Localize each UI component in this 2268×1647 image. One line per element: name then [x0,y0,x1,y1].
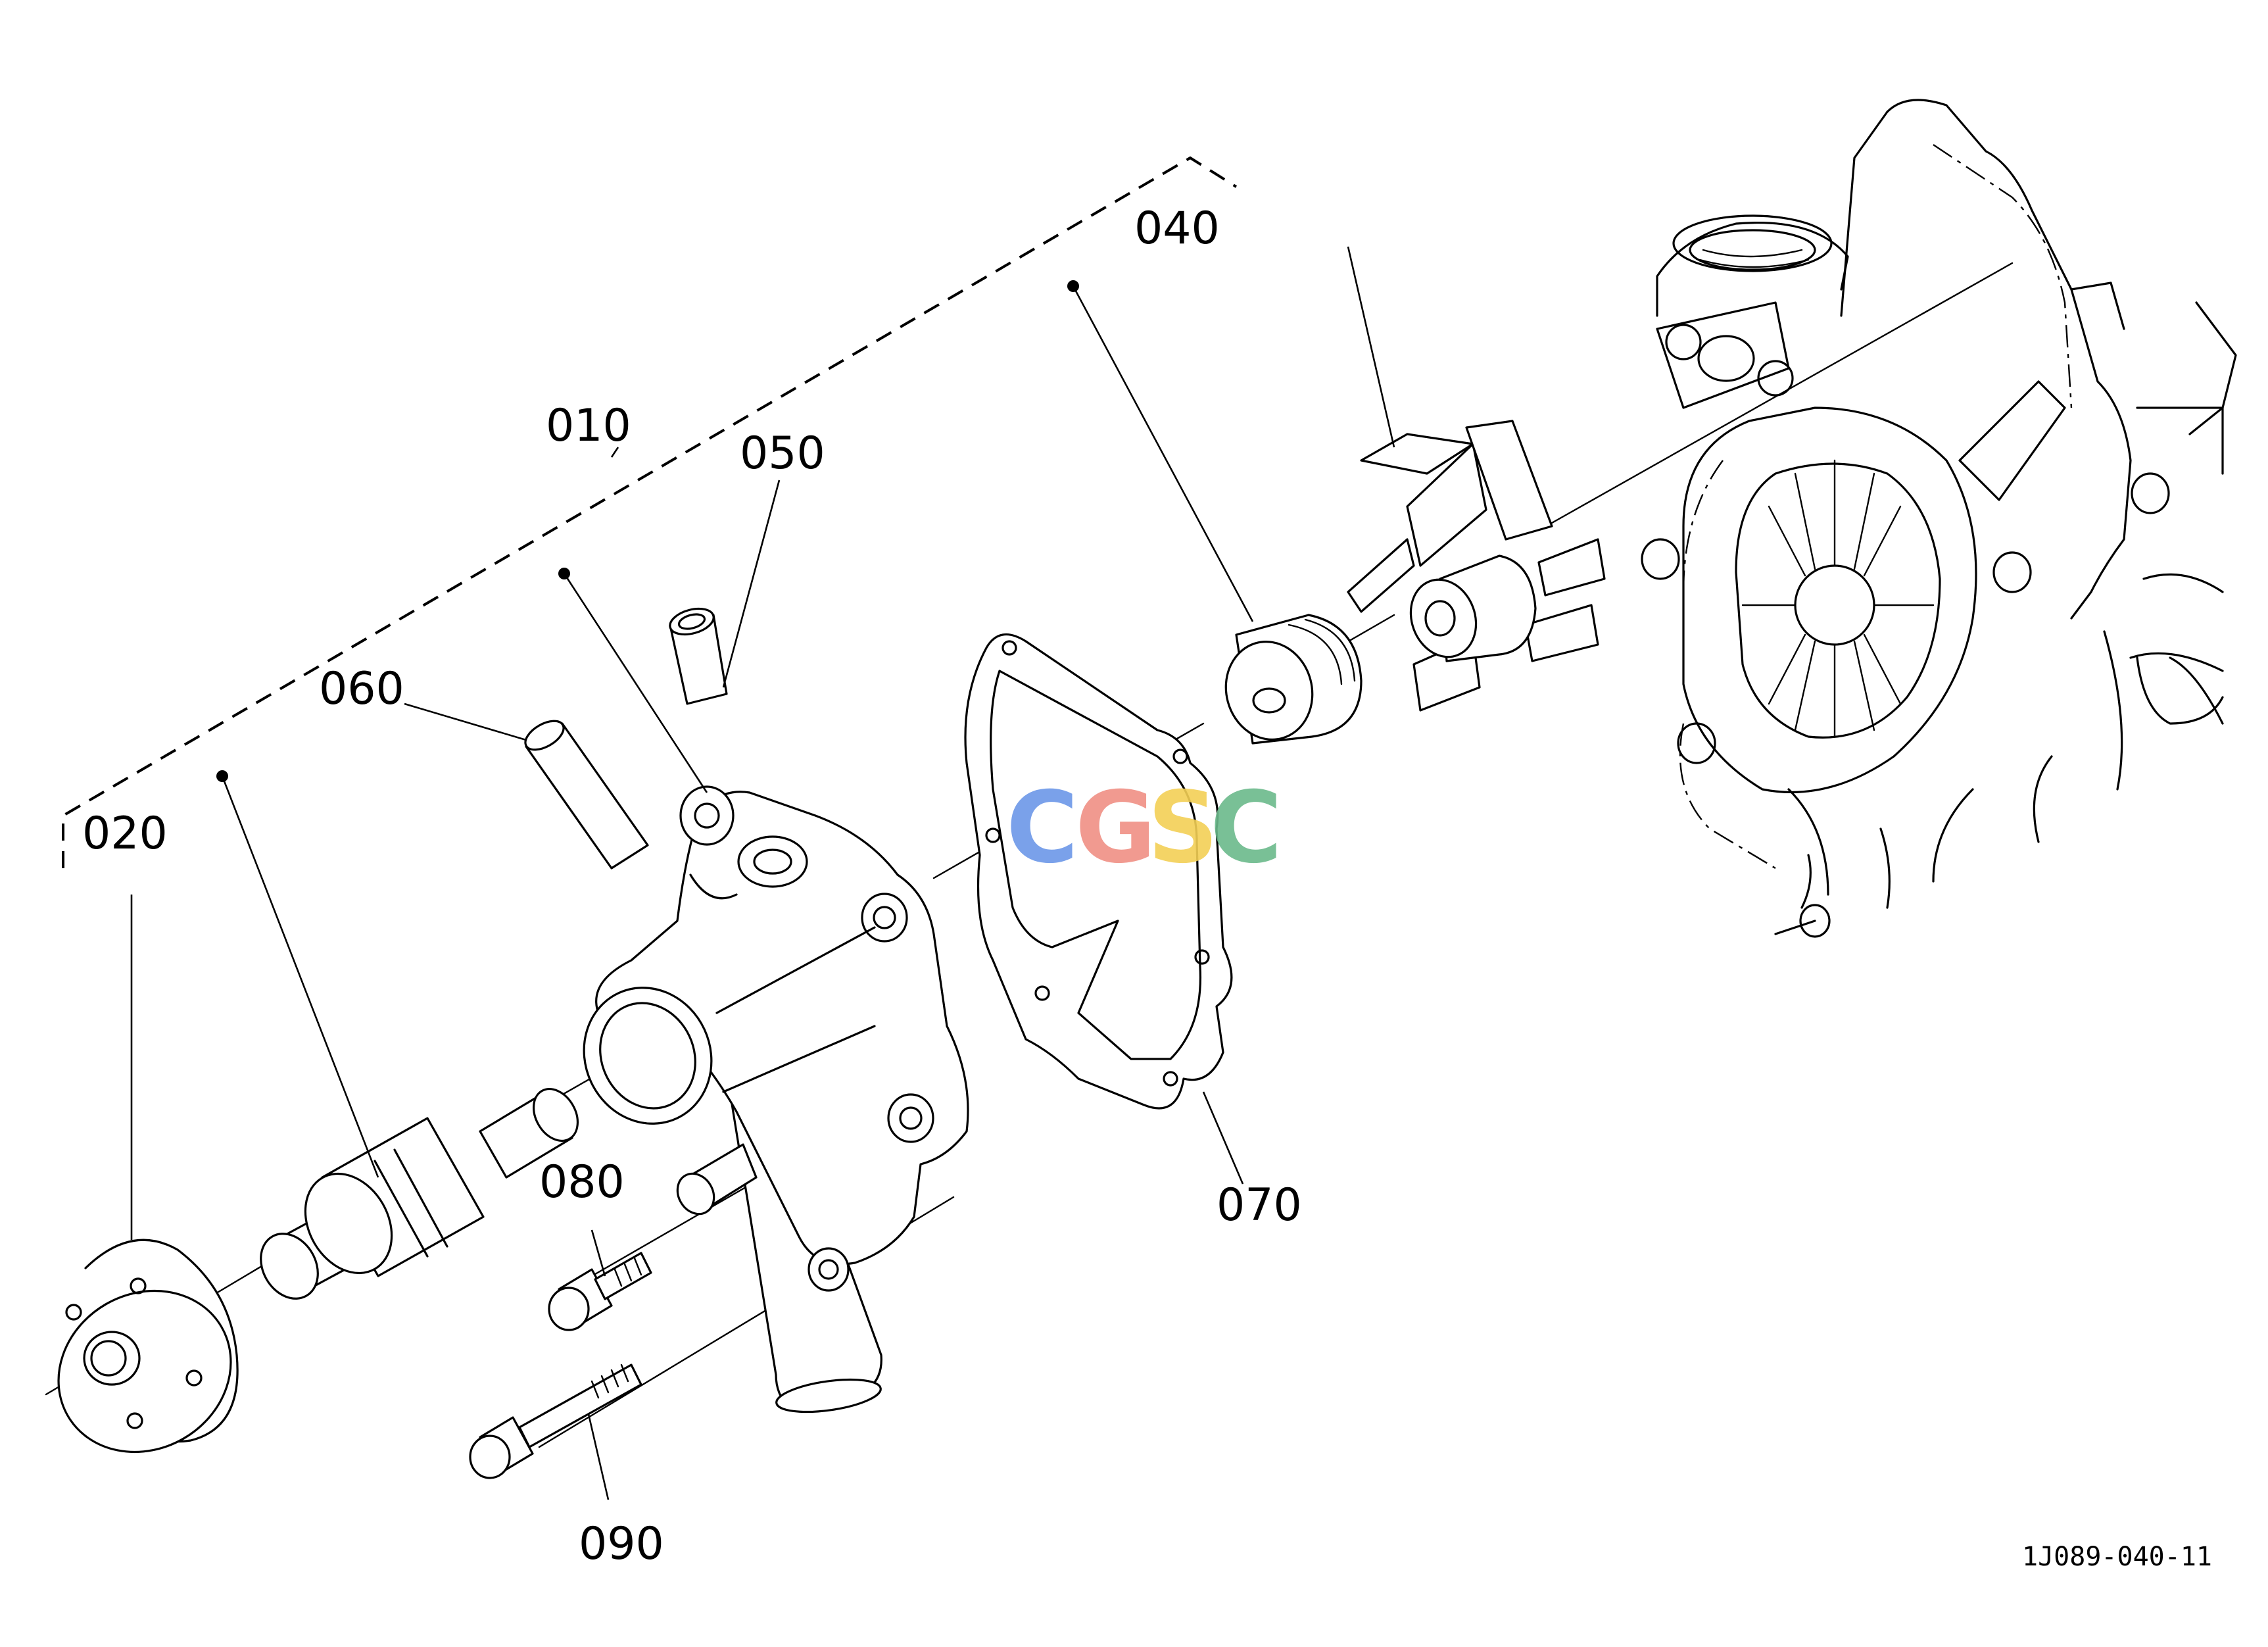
assembly-bracket-010 [62,156,1238,868]
pump-housing-010 [583,785,969,1413]
pipe-060 [524,720,649,870]
watermark-logo: C G S C [1006,771,1282,885]
engine-block [1641,99,2237,938]
bolt-090 [469,1364,642,1479]
mechanical-seal [1224,614,1363,745]
callout-010: 010 [546,400,631,452]
bolt-080 [548,1252,652,1331]
watermark-letter-4: C [1210,771,1282,885]
impeller-040 [1347,420,1606,712]
pulley-flange-020 [57,1239,239,1454]
sleeve-050 [669,607,728,705]
watermark-letter-2: G [1075,771,1156,885]
callout-090: 090 [579,1518,664,1570]
callout-060: 060 [319,663,404,715]
gasket-070 [964,633,1233,1110]
watermark-letter-1: C [1006,771,1078,885]
callout-070: 070 [1217,1179,1302,1231]
leader-lines [130,246,1395,1500]
callout-040: 040 [1134,203,1220,255]
reference-code: 1J089-040-11 [2022,1542,2212,1572]
watermark-letter-3: S [1147,771,1218,885]
callout-labels: 010 020 040 050 060 070 080 090 [82,203,1302,1570]
callout-050: 050 [740,428,825,479]
callout-080: 080 [539,1156,625,1208]
bearing-shaft [260,1088,579,1300]
callout-020: 020 [82,808,168,860]
